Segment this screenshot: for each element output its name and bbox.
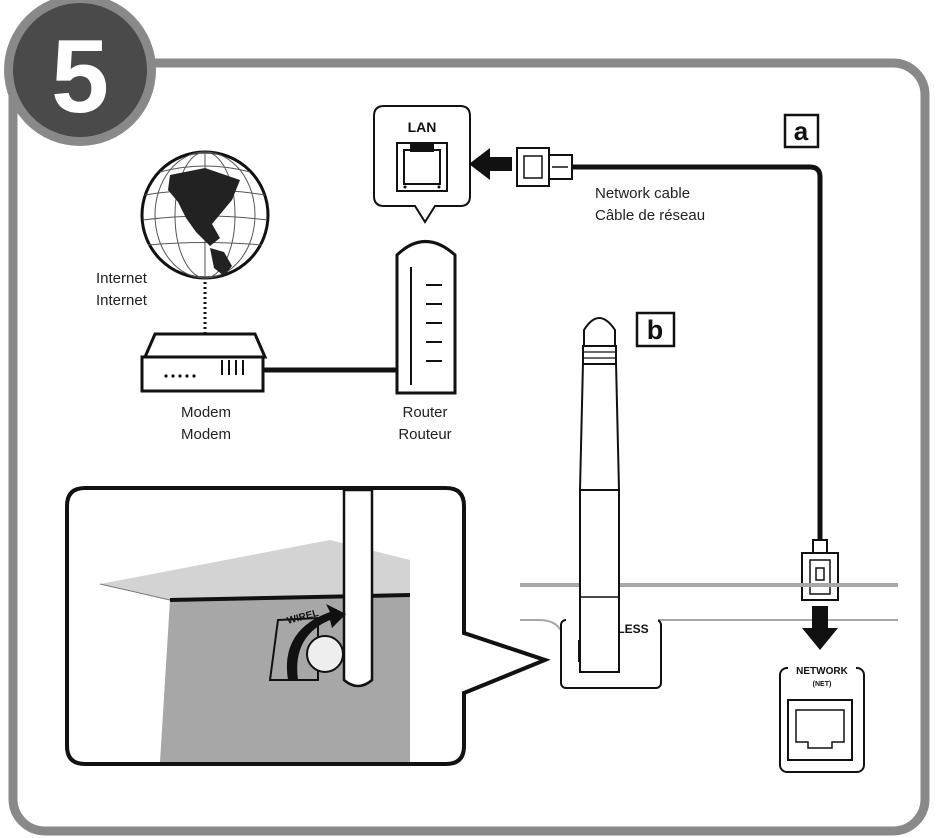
step-badge: 5 — [4, 0, 156, 146]
lan-label: LAN — [408, 119, 437, 135]
internet-label-en: Internet — [96, 270, 147, 287]
network-port-label: NETWORK — [796, 666, 848, 677]
insert-arrow-lan — [469, 148, 512, 180]
insert-arrow-network — [802, 606, 838, 650]
marker-b: b — [635, 311, 676, 348]
inset-antenna-icon — [342, 490, 374, 688]
lan-callout: LAN — [373, 105, 471, 224]
router-label-fr: Routeur — [398, 426, 452, 443]
rotate-arrow-icon — [286, 604, 346, 680]
cable-plug-top — [516, 147, 573, 187]
inset-detail: WIREL — [65, 486, 551, 766]
network-cable — [572, 164, 823, 545]
lan-port-icon — [396, 142, 448, 192]
router-label: Router Routeur — [378, 402, 472, 446]
network-cable-label: Network cable Câble de réseau — [595, 183, 705, 227]
svg-text:b: b — [647, 315, 664, 345]
svg-text:a: a — [794, 116, 809, 146]
modem-label-fr: Modem — [180, 426, 232, 443]
network-cable-label-en: Network cable — [595, 185, 691, 202]
marker-a: a — [783, 113, 820, 149]
router-label-en: Router — [402, 404, 448, 421]
antenna-icon: LESS — [560, 317, 662, 689]
globe-icon — [140, 150, 270, 280]
modem-icon — [140, 332, 268, 393]
network-port: NETWORK (NET) — [779, 662, 865, 773]
internet-label-fr: Internet — [96, 292, 147, 309]
step-number: 5 — [51, 19, 109, 135]
network-cable-label-fr: Câble de réseau — [595, 207, 706, 224]
modem-label: Modem Modem — [158, 402, 254, 446]
wireless-label-fragment: LESS — [617, 622, 648, 636]
router-icon — [395, 240, 457, 395]
modem-label-en: Modem — [180, 404, 232, 421]
internet-label: Internet Internet — [96, 268, 147, 312]
network-port-sublabel: (NET) — [813, 681, 832, 688]
